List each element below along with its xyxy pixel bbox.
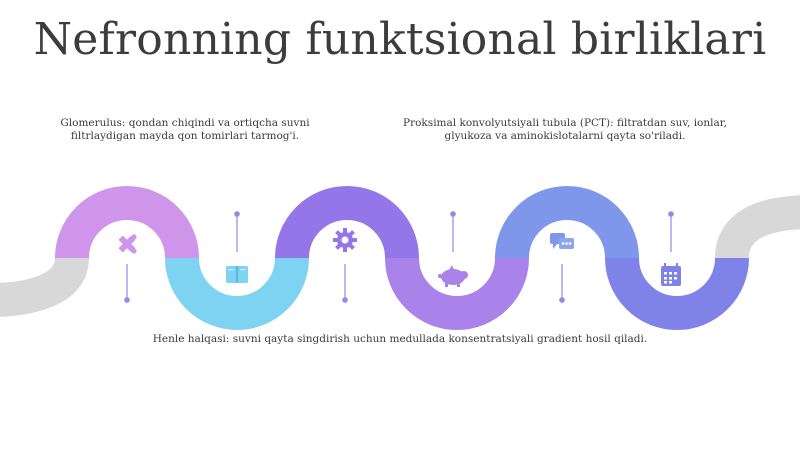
wave-segment-2: [165, 257, 309, 330]
chat-icon: [550, 233, 574, 249]
wave-segment-1: [55, 186, 199, 259]
book-icon: [226, 266, 248, 283]
wave-segment-4: [385, 257, 529, 330]
puzzle-icon: [118, 234, 137, 254]
marker-2: [234, 211, 240, 252]
calendar-icon: [661, 263, 681, 286]
caption-glomerulus: Glomerulus: qondan chiqindi va ortiqcha …: [60, 117, 310, 142]
marker-5: [559, 264, 565, 303]
marker-3: [342, 264, 348, 303]
wave-segment-gray-right: [715, 195, 800, 260]
wave-segment-gray-left: [0, 255, 89, 317]
wave-segment-5: [495, 186, 639, 259]
wave-segment-6: [605, 257, 749, 330]
gear-icon: [333, 228, 357, 252]
piggy-bank-icon: [438, 265, 468, 287]
marker-6: [668, 211, 674, 252]
marker-4: [450, 211, 456, 252]
marker-1: [124, 264, 130, 303]
page-title: Nefronning funktsional birliklari: [33, 14, 767, 65]
caption-henle-loop: Henle halqasi: suvni qayta singdirish uc…: [152, 333, 648, 345]
caption-pct: Proksimal konvolyutsiyali tubula (PCT): …: [403, 117, 727, 142]
wave-segment-3: [275, 186, 419, 259]
